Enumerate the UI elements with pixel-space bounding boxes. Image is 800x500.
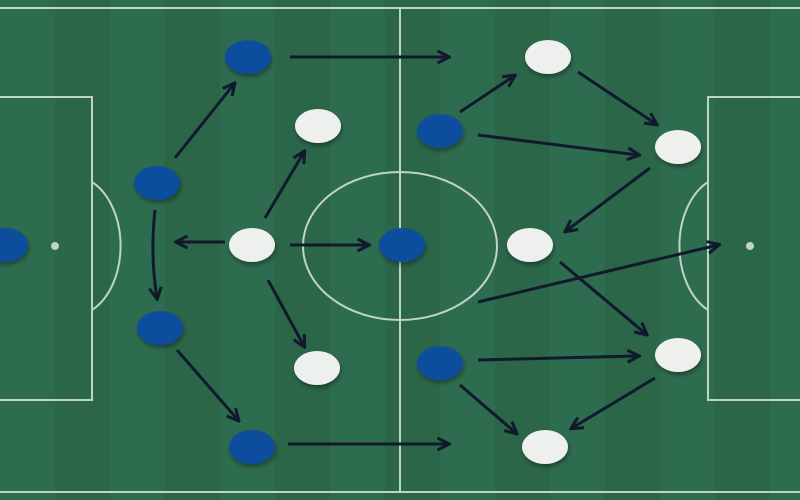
player-marker-blue[interactable] (134, 166, 180, 200)
player-marker-blue[interactable] (0, 228, 28, 262)
pass-arrow (559, 260, 646, 334)
player-marker-white[interactable] (522, 430, 568, 464)
player-marker-white[interactable] (655, 338, 701, 372)
player-marker-blue[interactable] (379, 228, 425, 262)
pass-arrow (572, 376, 656, 428)
penalty-arc-left (91, 181, 122, 311)
pass-arrow (153, 209, 157, 298)
pass-arrow (263, 152, 304, 219)
player-marker-white[interactable] (507, 228, 553, 262)
penalty-box-right (707, 96, 800, 401)
player-marker-blue[interactable] (225, 40, 271, 74)
pass-arrow (266, 279, 304, 346)
player-marker-blue[interactable] (229, 430, 275, 464)
pass-arrow (577, 70, 656, 124)
pass-arrow (566, 166, 651, 231)
player-marker-blue[interactable] (417, 114, 463, 148)
penalty-spot-right (746, 242, 754, 250)
pass-arrow (175, 349, 238, 420)
player-marker-white[interactable] (655, 130, 701, 164)
pass-arrow (459, 383, 516, 433)
pass-arrow (173, 84, 234, 159)
player-marker-white[interactable] (525, 40, 571, 74)
player-marker-white[interactable] (229, 228, 275, 262)
player-marker-white[interactable] (295, 109, 341, 143)
penalty-arc-right (678, 181, 709, 311)
pass-arrow (459, 76, 514, 114)
penalty-spot-left (51, 242, 59, 250)
player-marker-blue[interactable] (417, 346, 463, 380)
player-marker-blue[interactable] (137, 311, 183, 345)
pass-arrow (477, 356, 638, 360)
pass-arrow (477, 133, 638, 155)
player-marker-white[interactable] (294, 351, 340, 385)
penalty-box-left (0, 96, 93, 401)
pass-arrow (477, 245, 718, 304)
